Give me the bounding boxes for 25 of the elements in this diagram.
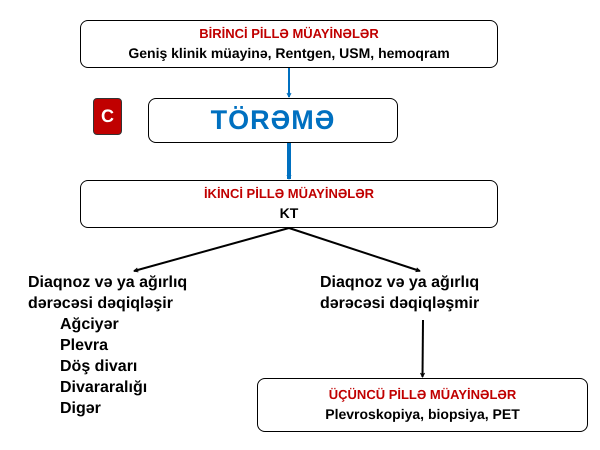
topic-title: TÖRƏMƏ — [210, 105, 336, 136]
stage-tests: KT — [280, 204, 298, 223]
stage-box — [80, 180, 498, 228]
list-item: Ağciyər — [59, 315, 119, 335]
list-item: Plevra — [59, 336, 108, 356]
stage-heading: ÜÇÜNCÜ PİLLƏ MÜAYİNƏLƏR — [328, 386, 516, 404]
arrow — [134, 227, 290, 272]
arrow — [286, 68, 292, 98]
outcome-text: Diaqnoz və ya ağırlıq dərəcəsi dəqiqləşir — [28, 273, 188, 314]
stage-tests: Plevroskopiya, biopsiya, PET — [325, 405, 520, 424]
list-item: Digər — [59, 399, 101, 419]
outcome-text: Diaqnoz və ya ağırlıq dərəcəsi dəqiqləşmir — [320, 273, 480, 314]
arrow — [420, 320, 426, 378]
stage-box — [257, 378, 588, 432]
stage-heading: BİRİNCİ PİLLƏ MÜAYİNƏLƏR — [199, 25, 379, 43]
title-box — [148, 98, 398, 143]
stage-tests: Geniş klinik müayinə, Rentgen, USM, hemoqram — [128, 44, 450, 63]
list-item: Divararalığı — [59, 378, 148, 398]
badge-letter: C — [101, 106, 114, 127]
stage-heading: İKİNCİ PİLLƏ MÜAYİNƏLƏR — [204, 185, 374, 203]
badge-box — [93, 98, 122, 135]
stage-box — [80, 20, 498, 68]
list-item: Döş divarı — [59, 357, 138, 377]
arrow — [288, 227, 420, 272]
arrow — [286, 143, 292, 180]
